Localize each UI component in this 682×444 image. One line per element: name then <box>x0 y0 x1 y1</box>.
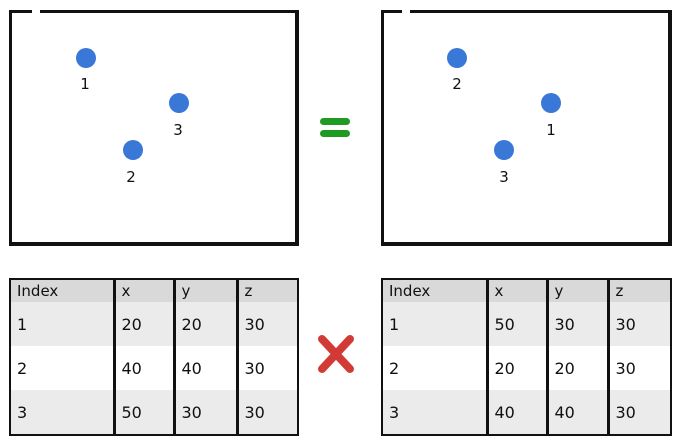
point-marker <box>123 140 143 160</box>
table-cell: 30 <box>547 302 610 346</box>
equals-bar-top <box>320 118 350 125</box>
table-row: 2 40 40 30 <box>11 346 297 390</box>
table-cell: 2 <box>11 346 116 390</box>
point-marker <box>76 48 96 68</box>
point-label: 2 <box>126 168 136 186</box>
point-label: 2 <box>452 75 462 93</box>
table-cell: 30 <box>237 390 297 434</box>
point-label: 1 <box>80 75 90 93</box>
point-label: 1 <box>546 121 556 139</box>
point-marker <box>541 93 561 113</box>
table-row: 3 50 30 30 <box>11 390 297 434</box>
table-cell: 50 <box>114 390 176 434</box>
table-cell: 20 <box>547 346 610 390</box>
table-cell: 40 <box>114 346 176 390</box>
table-row: 1 20 20 30 <box>11 302 297 346</box>
point-marker <box>169 93 189 113</box>
mismatch-cross-icon <box>318 335 354 373</box>
table-cell: 40 <box>487 390 549 434</box>
table-cell: 20 <box>114 302 176 346</box>
column-header: y <box>174 280 239 302</box>
panel-notch <box>402 10 410 13</box>
table-cell: 2 <box>383 346 489 390</box>
point-marker <box>447 48 467 68</box>
point-marker <box>494 140 514 160</box>
column-header: z <box>608 280 670 302</box>
table-cell: 30 <box>608 390 670 434</box>
table-cell: 50 <box>487 302 549 346</box>
panel-notch <box>32 10 40 13</box>
table-row: 3 40 40 30 <box>383 390 670 434</box>
table-cell: 30 <box>608 346 670 390</box>
column-header: Index <box>11 280 116 302</box>
table-cell: 1 <box>11 302 116 346</box>
column-header: z <box>237 280 297 302</box>
column-header: Index <box>383 280 489 302</box>
table-cell: 40 <box>174 346 239 390</box>
column-header: y <box>547 280 610 302</box>
table-cell: 1 <box>383 302 489 346</box>
table-cell: 20 <box>487 346 549 390</box>
column-header: x <box>114 280 176 302</box>
table-cell: 30 <box>237 346 297 390</box>
point-label: 3 <box>499 168 509 186</box>
right-data-table: Index x y z 1 50 30 30 2 20 20 30 3 40 <box>381 278 672 436</box>
table-header-row: Index x y z <box>11 280 297 302</box>
column-header: x <box>487 280 549 302</box>
table-cell: 40 <box>547 390 610 434</box>
table-cell: 30 <box>608 302 670 346</box>
left-data-table: Index x y z 1 20 20 30 2 40 40 30 3 50 <box>9 278 299 436</box>
equals-bar-bottom <box>320 130 350 137</box>
table-row: 2 20 20 30 <box>383 346 670 390</box>
table-header-row: Index x y z <box>383 280 670 302</box>
table-cell: 30 <box>174 390 239 434</box>
table-cell: 3 <box>11 390 116 434</box>
table-cell: 3 <box>383 390 489 434</box>
table-cell: 20 <box>174 302 239 346</box>
left-plot-panel: 1 3 2 <box>9 10 299 246</box>
right-plot-panel: 2 1 3 <box>381 10 672 246</box>
table-cell: 30 <box>237 302 297 346</box>
point-label: 3 <box>173 121 183 139</box>
table-row: 1 50 30 30 <box>383 302 670 346</box>
